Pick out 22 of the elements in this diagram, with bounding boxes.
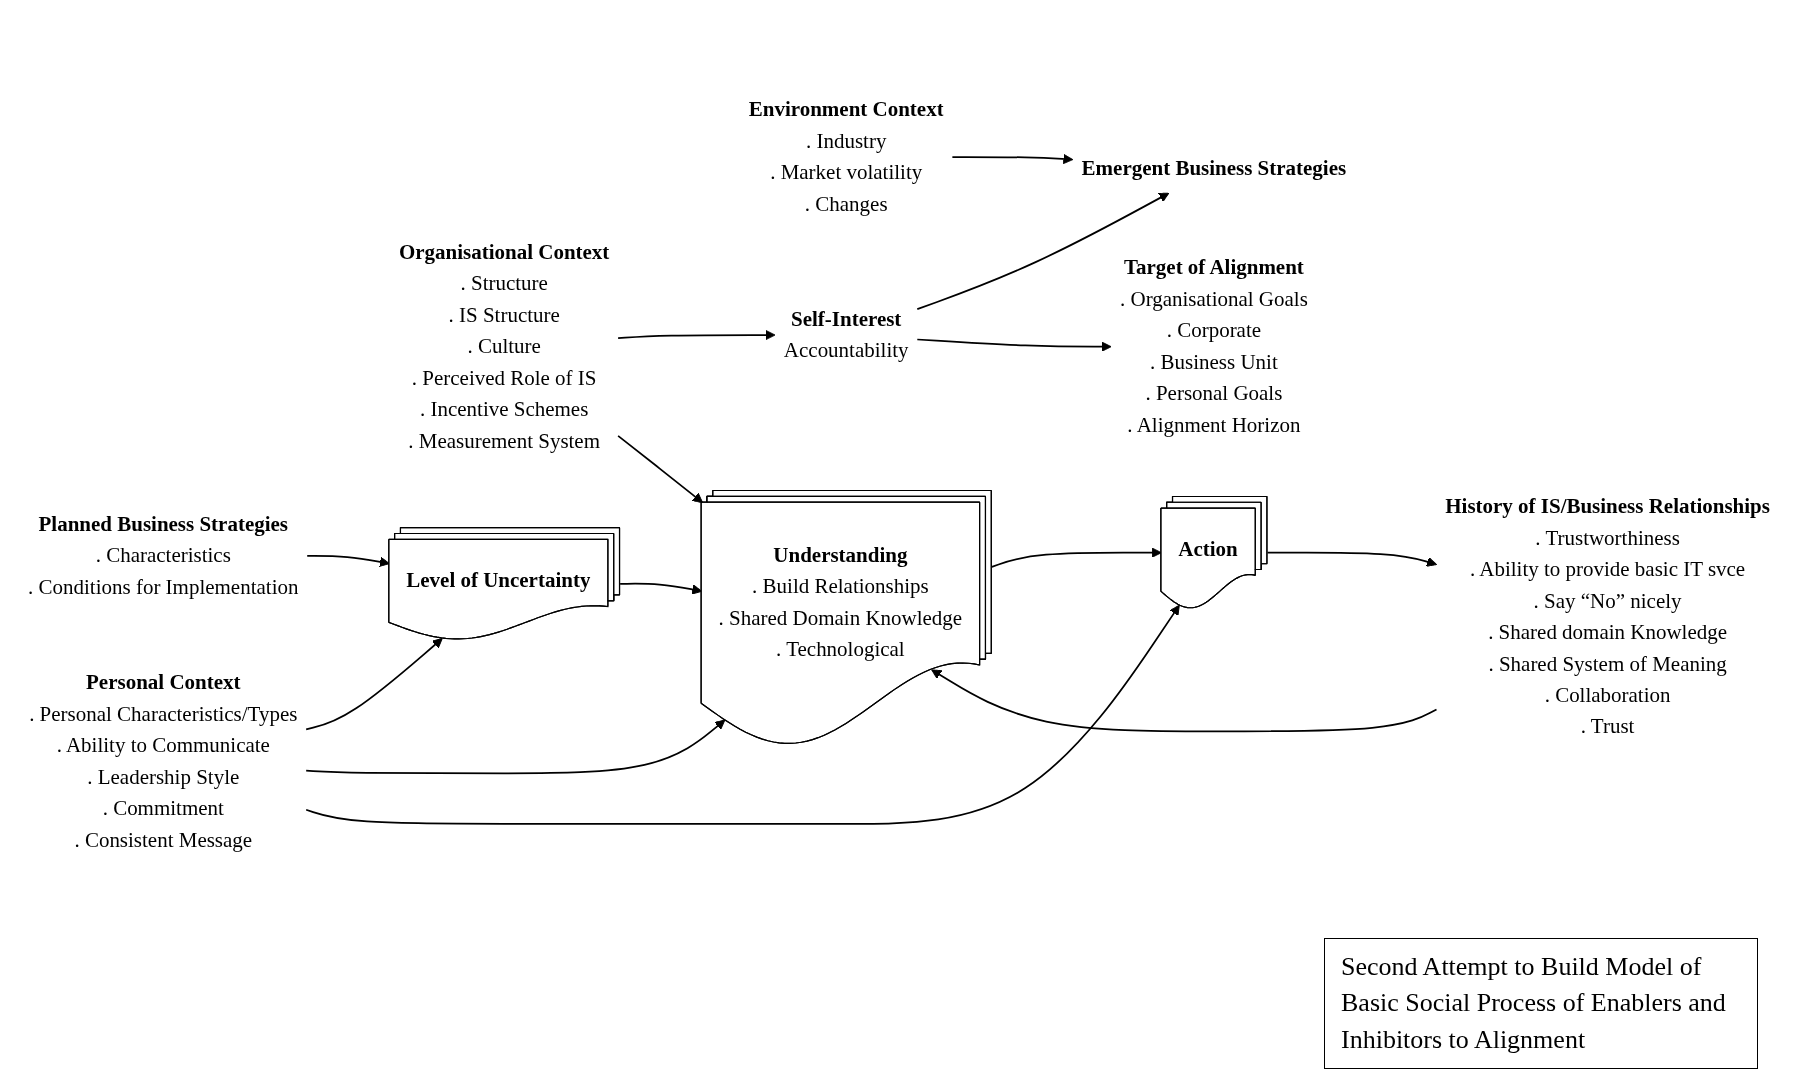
arrow <box>305 719 726 775</box>
node-text: History of IS/Business Relationships . Trustworthiness . Ability to provide basic IT svce . Say “No” nicely . Shared domain Knowledge . Shared System of Meaning . Collaboration . Trust <box>1445 494 1770 739</box>
arrow <box>916 338 1112 352</box>
node-text: Self-Interest Accountability <box>783 307 909 362</box>
arrow <box>617 329 776 341</box>
arrow <box>991 547 1162 568</box>
arrow <box>1266 551 1437 567</box>
node-text: Organisational Context . Structure . IS Structure . Culture . Perceived Role of IS . Incentive Schemes . Measurement System <box>398 240 610 453</box>
node-text: Planned Business Strategies . Characteristics . Conditions for Implementation <box>28 512 299 599</box>
arrow <box>305 604 1180 825</box>
arrow <box>916 192 1170 310</box>
caption: Second Attempt to Build Model of Basic Social Process of Enablers and Inhibitors to Alignment <box>1324 937 1758 1069</box>
arrow <box>931 669 1438 733</box>
arrow <box>617 434 704 504</box>
arrow <box>306 555 390 567</box>
node-text: Emergent Business Strategies <box>1081 156 1347 180</box>
node-text: Personal Context . Personal Characteristics/Types . Ability to Communicate . Leadership Style . Commitment . Consistent Message <box>29 670 298 852</box>
arrow <box>305 637 443 731</box>
arrow <box>951 153 1074 165</box>
node-text: Environment Context . Industry . Market volatility . Changes <box>748 97 944 216</box>
arrow <box>619 582 703 595</box>
node-text: Target of Alignment . Organisational Goals . Corporate . Business Unit . Personal Goals . Alignment Horizon <box>1119 255 1308 437</box>
